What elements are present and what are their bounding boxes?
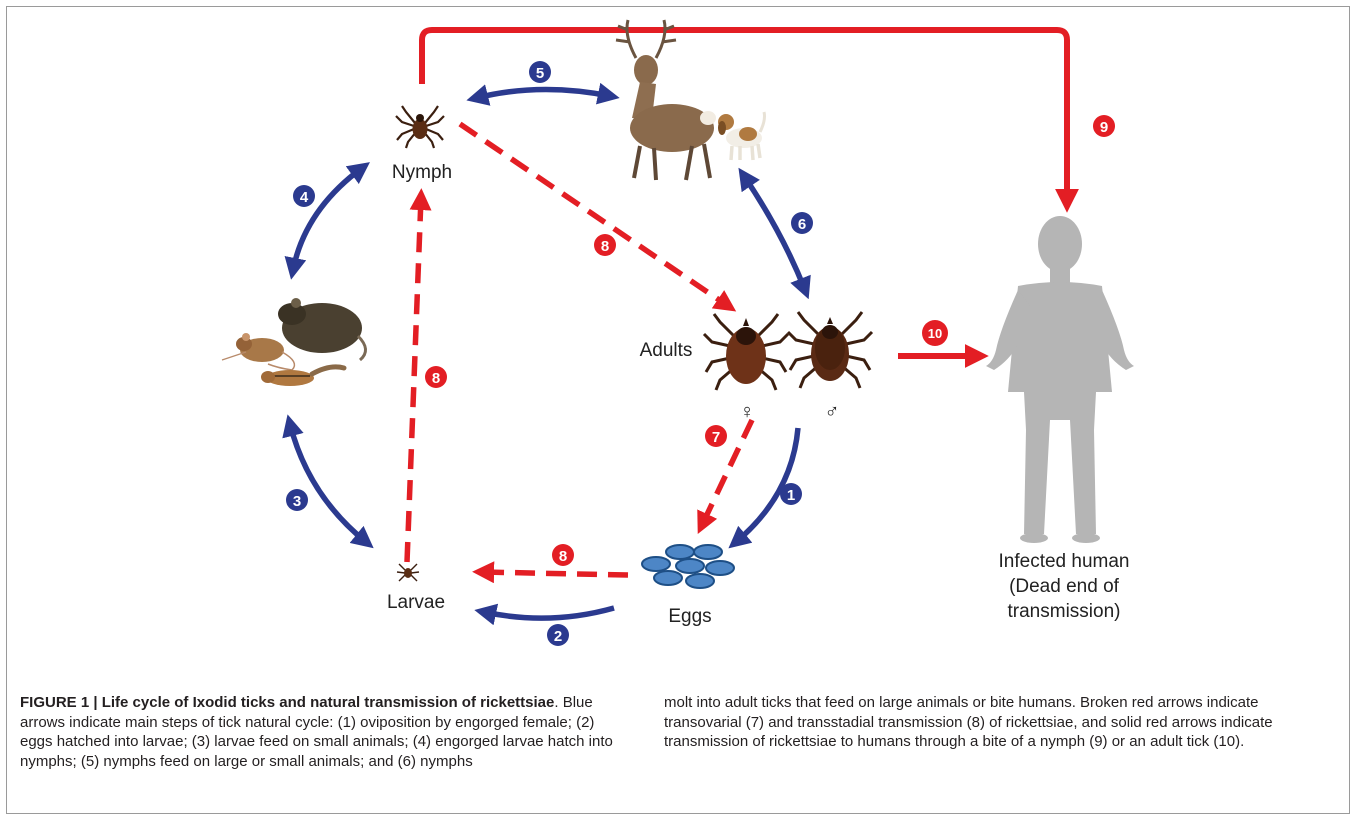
svg-text:5: 5 xyxy=(536,65,544,82)
arrow-step-6 xyxy=(744,176,805,290)
step-badge-5: 5 xyxy=(529,61,551,83)
eggs-label: Eggs xyxy=(668,606,711,627)
step-badge-3: 3 xyxy=(286,489,308,511)
human-label-line1: Infected human xyxy=(999,551,1130,572)
step-badge-8-bottom: 8 xyxy=(552,544,574,566)
larvae-tick-icon xyxy=(397,564,419,581)
svg-text:3: 3 xyxy=(293,493,301,510)
step-badge-9: 9 xyxy=(1093,115,1115,137)
step-badge-6: 6 xyxy=(791,212,813,234)
mouse-icon xyxy=(222,333,294,370)
arrow-step-4 xyxy=(293,168,362,270)
step-badge-7: 7 xyxy=(705,425,727,447)
deer-icon xyxy=(616,20,716,180)
svg-text:10: 10 xyxy=(928,326,942,341)
arrow-step-5 xyxy=(476,89,610,98)
arrow-step-8-eggs-to-larvae xyxy=(482,572,628,575)
svg-text:9: 9 xyxy=(1100,119,1108,136)
nymph-label: Nymph xyxy=(392,162,452,183)
step-badge-8-left: 8 xyxy=(425,366,447,388)
eggs-icon xyxy=(642,545,734,588)
human-label-line3: transmission) xyxy=(1008,601,1121,622)
tick-life-cycle-diagram: Nymph Larvae xyxy=(0,0,1356,690)
step-badge-10: 10 xyxy=(922,320,948,346)
female-symbol: ♀ xyxy=(740,401,755,423)
svg-text:1: 1 xyxy=(787,487,795,504)
arrow-step-8-larvae-to-nymph xyxy=(407,198,421,562)
figure-caption-right: molt into adult ticks that feed on large… xyxy=(664,693,1324,752)
female-adult-tick-icon xyxy=(704,314,788,390)
svg-text:4: 4 xyxy=(300,189,309,206)
rat-icon xyxy=(278,298,366,360)
step-badge-1: 1 xyxy=(780,483,802,505)
arrow-step-2 xyxy=(484,608,614,618)
svg-text:6: 6 xyxy=(798,216,806,233)
chipmunk-icon xyxy=(261,367,344,386)
step-badge-2: 2 xyxy=(547,624,569,646)
male-symbol: ♂ xyxy=(825,401,840,423)
small-animals-icon xyxy=(222,298,366,386)
figure-caption-title: FIGURE 1 | Life cycle of Ixodid ticks an… xyxy=(20,694,554,711)
figure-caption-left: FIGURE 1 | Life cycle of Ixodid ticks an… xyxy=(20,693,620,771)
adults-label: Adults xyxy=(640,340,693,361)
human-label-line2: (Dead end of xyxy=(1009,576,1120,597)
nymph-tick-icon xyxy=(396,106,444,148)
svg-text:7: 7 xyxy=(712,429,720,446)
step-badge-4: 4 xyxy=(293,185,315,207)
step-badge-8-upper: 8 xyxy=(594,234,616,256)
svg-text:2: 2 xyxy=(554,628,562,645)
human-silhouette-icon xyxy=(986,216,1134,543)
arrow-step-3 xyxy=(290,424,366,542)
svg-text:8: 8 xyxy=(559,548,567,565)
arrow-step-8-nymph-to-adults xyxy=(460,124,728,306)
dog-icon xyxy=(718,112,765,160)
svg-text:8: 8 xyxy=(601,238,609,255)
svg-text:8: 8 xyxy=(432,370,440,387)
larvae-label: Larvae xyxy=(387,592,445,613)
male-adult-tick-icon xyxy=(788,312,872,388)
